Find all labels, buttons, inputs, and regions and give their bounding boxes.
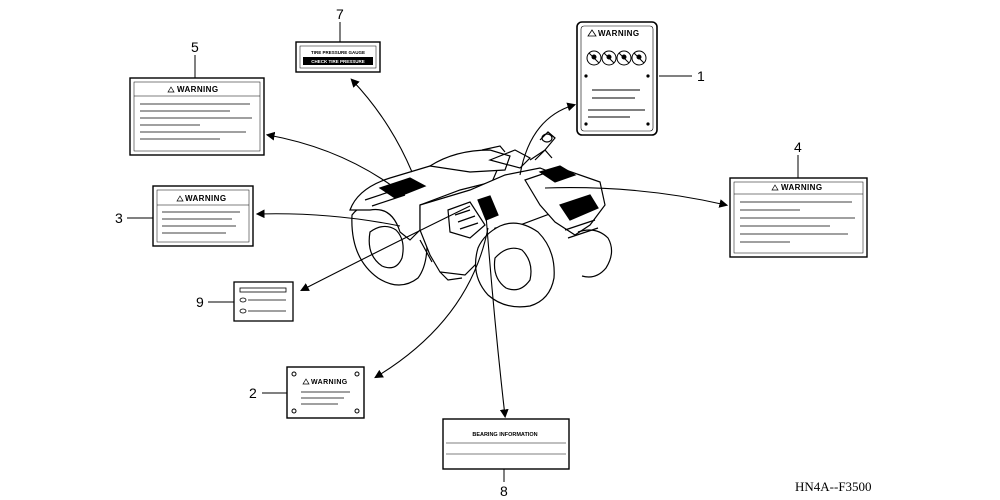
- callout-3: 3: [115, 210, 123, 226]
- callout-5: 5: [191, 39, 199, 55]
- callout-9: 9: [196, 294, 204, 310]
- label-2-warning-plate: WARNING: [286, 366, 365, 419]
- label-1-warning-pictograms: WARNING: [576, 21, 658, 136]
- label-3-warning-text: WARNING: [185, 194, 226, 203]
- bearing-information-text: BEARING INFORMATION: [472, 432, 537, 438]
- tire-pressure-line2: CHECK TIRE PRESSURE: [311, 59, 365, 64]
- label-7-tire-pressure: TIRE PRESSURE GAUGE CHECK TIRE PRESSURE: [295, 41, 381, 73]
- label-5-warning: WARNING: [129, 77, 265, 156]
- callout-1: 1: [697, 68, 705, 84]
- label-9-small-tag: [233, 281, 294, 322]
- label-5-warning-text: WARNING: [177, 85, 218, 94]
- callout-8: 8: [500, 483, 508, 499]
- callout-lines: [127, 22, 799, 482]
- diagram-code: HN4A--F3500: [795, 479, 872, 494]
- label-3-warning: WARNING: [152, 185, 254, 247]
- leader-arrows: [255, 78, 729, 419]
- callout-4: 4: [794, 139, 802, 155]
- label-1-warning-text: WARNING: [598, 29, 639, 38]
- label-4-warning-text: WARNING: [781, 183, 822, 192]
- pictogram-icons: [586, 50, 647, 66]
- label-8-bearing-information: BEARING INFORMATION: [442, 418, 570, 470]
- label-2-warning-text: WARNING: [311, 379, 348, 386]
- callout-7: 7: [336, 6, 344, 22]
- callout-2: 2: [249, 385, 257, 401]
- atv-vehicle: [349, 131, 613, 308]
- tire-pressure-line1: TIRE PRESSURE GAUGE: [311, 50, 365, 55]
- label-4-warning: WARNING: [729, 177, 868, 258]
